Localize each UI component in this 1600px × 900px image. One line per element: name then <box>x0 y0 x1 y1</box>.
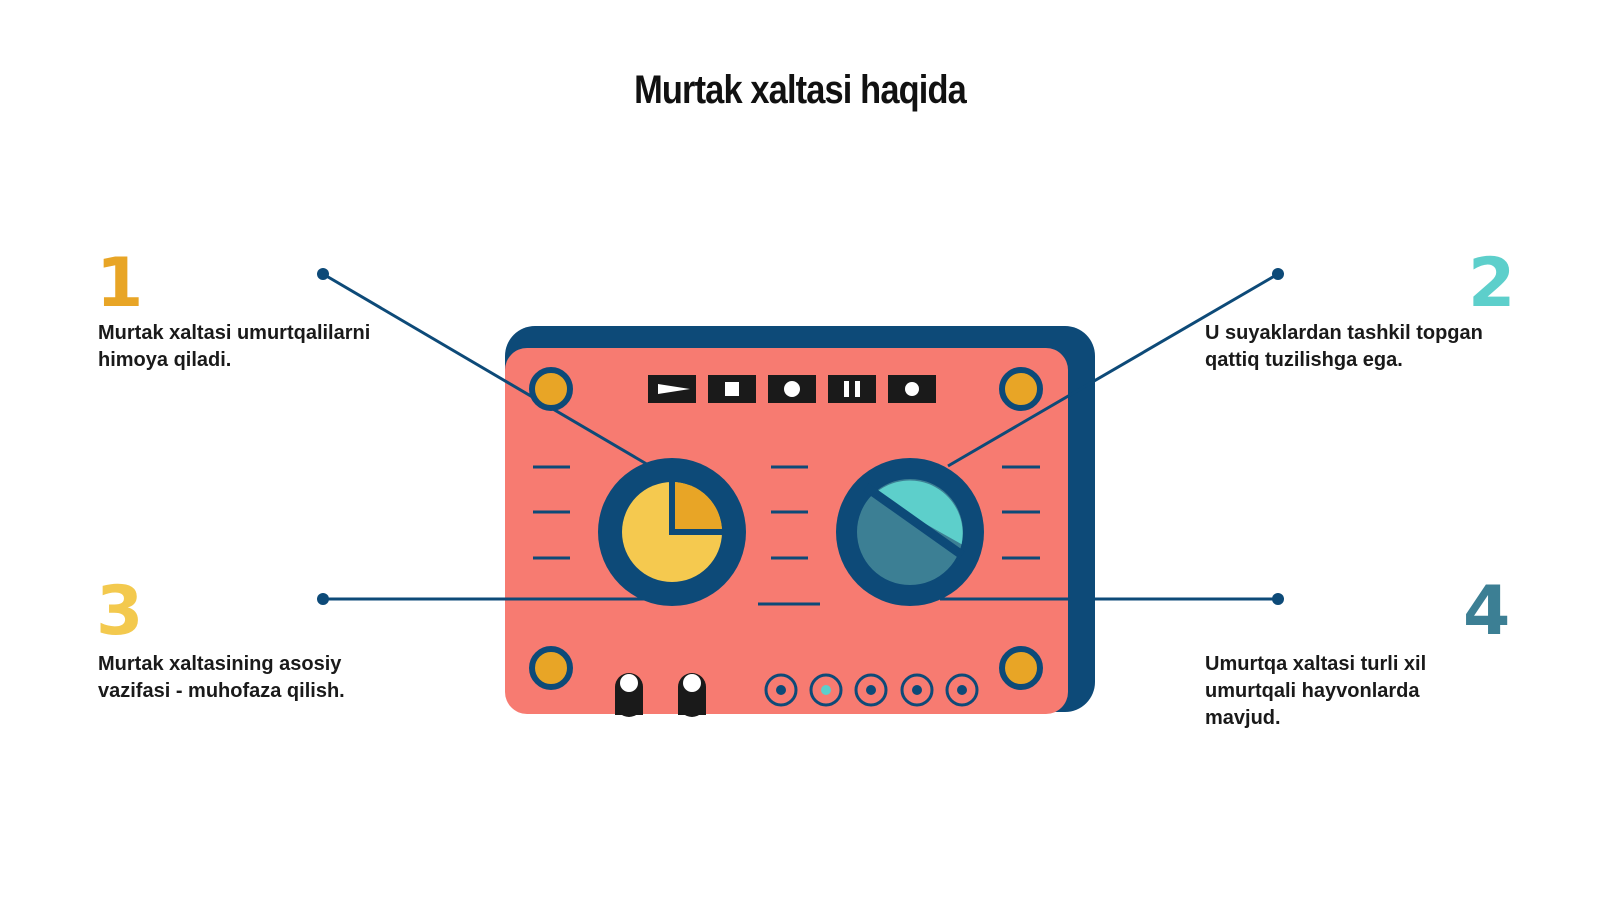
page-title: Murtak xaltasi haqida <box>634 68 967 112</box>
item-number-4: 4 <box>1463 572 1511 651</box>
record-icon-2 <box>905 382 919 396</box>
left-knob-pie-icon[interactable] <box>598 458 746 606</box>
pause-icon-bar <box>855 381 860 397</box>
dial-dot <box>912 685 922 695</box>
screw-top-left-icon <box>529 367 573 411</box>
connector-line-2 <box>947 272 1279 468</box>
pause-icon <box>844 381 849 397</box>
item-number-1: 1 <box>96 244 144 323</box>
screw-top-right-icon <box>999 367 1043 411</box>
connector-dot-4 <box>1272 593 1284 605</box>
dial-dot <box>866 685 876 695</box>
connector-line-1 <box>322 272 651 468</box>
connector-dot-3 <box>317 593 329 605</box>
item-text-1: Murtak xaltasi umurtqalilarni himoya qil… <box>98 322 371 371</box>
screw-bottom-right-icon <box>999 646 1043 690</box>
stop-icon <box>725 382 739 396</box>
connector-dot-2 <box>1272 268 1284 280</box>
record-icon <box>784 381 800 397</box>
slider-left[interactable] <box>615 673 643 717</box>
transport-buttons <box>648 375 936 403</box>
slider-right[interactable] <box>678 673 706 717</box>
dial-dot <box>776 685 786 695</box>
dial-dot <box>957 685 967 695</box>
pause-button[interactable] <box>828 375 876 403</box>
item-number-2: 2 <box>1468 244 1516 323</box>
item-text-4: Umurtqa xaltasi turli xil umurtqali hayv… <box>1205 653 1427 729</box>
item-number-3: 3 <box>96 572 144 651</box>
item-text-3: Murtak xaltasining asosiy vazifasi - muh… <box>98 653 345 702</box>
screw-bottom-left-icon <box>529 646 573 690</box>
connector-dot-1 <box>317 268 329 280</box>
dial-dot-active <box>821 685 831 695</box>
right-knob-icon[interactable] <box>836 458 984 606</box>
mixer-panel <box>505 348 1068 714</box>
play-icon <box>658 384 690 394</box>
item-text-2: U suyaklardan tashkil topgan qattiq tuzi… <box>1205 322 1483 371</box>
